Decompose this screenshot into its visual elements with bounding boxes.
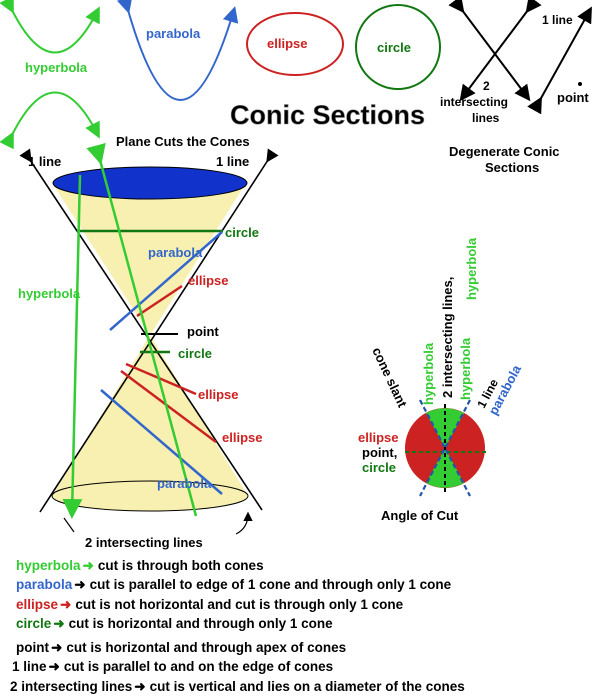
top-hyperbola-shape: hyperbola <box>0 0 100 150</box>
degenerate-intersecting-num: 2 <box>483 79 490 93</box>
arrow-icon: ➜ <box>134 679 146 694</box>
legend-row-one-line: 1 line➜cut is parallel to and on the edg… <box>12 659 333 675</box>
arrow-icon: ➜ <box>51 640 63 655</box>
legend-desc-two-lines: cut is vertical and lies on a diameter o… <box>149 679 465 694</box>
cut-hyperbola-2 <box>86 142 198 517</box>
arrow-icon: ➜ <box>74 577 86 592</box>
cone-label-one-line-right: 1 line <box>216 154 249 169</box>
degenerate-one-line: 1 line <box>527 6 592 115</box>
legend-row-parabola: parabola➜cut is parallel to edge of 1 co… <box>16 577 451 593</box>
arrow-icon: ➜ <box>48 659 60 674</box>
cut-hyperbola-1 <box>62 174 83 519</box>
legend-desc-point: cut is horizontal and through apex of co… <box>66 640 347 655</box>
angle-label-hyperbola-top: hyperbola <box>464 237 479 300</box>
cone-label-hyperbola: hyperbola <box>18 286 81 301</box>
top-ellipse-label: ellipse <box>267 36 307 51</box>
cone-label-circle-top: circle <box>225 225 259 240</box>
cone-label-two-lines: 2 intersecting lines <box>85 535 203 550</box>
legend-term-parabola: parabola <box>16 577 73 592</box>
cut-two-lines-arc-right <box>235 511 253 535</box>
degenerate-intersecting-lines: lines <box>472 111 500 125</box>
cone-top-opening <box>52 166 248 200</box>
cut-ellipse-mid-2 <box>120 369 217 444</box>
top-circle-shape: circle <box>355 4 441 90</box>
legend-desc-circle: cut is horizontal and through only 1 con… <box>68 616 333 631</box>
legend-term-two-lines: 2 intersecting lines <box>10 679 133 694</box>
page-title: Conic Sections <box>230 100 425 130</box>
degenerate-caption-2: Sections <box>485 160 539 175</box>
top-parabola-shape: parabola <box>116 0 239 101</box>
cone-label-parabola-bottom: parabola <box>157 476 212 491</box>
legend-term-ellipse: ellipse <box>16 597 59 612</box>
cut-parabola-bottom <box>100 389 223 495</box>
cut-parabola-top <box>109 231 223 331</box>
arrow-icon: ➜ <box>82 558 94 573</box>
legend-desc-one-line: cut is parallel to and on the edge of co… <box>63 659 334 674</box>
legend-row-hyperbola: hyperbola➜cut is through both cones <box>16 558 264 574</box>
legend-row-point: point➜cut is horizontal and through apex… <box>16 640 346 656</box>
degenerate-two-lines: 2 <box>448 0 542 102</box>
legend: hyperbola➜cut is through both cones para… <box>0 552 600 700</box>
angle-label-two-lines: 2 intersecting lines, <box>440 277 455 398</box>
legend-row-ellipse: ellipse➜cut is not horizontal and cut is… <box>16 597 403 613</box>
cone-label-circle-mid: circle <box>178 346 212 361</box>
cut-two-lines-arc-left <box>63 517 75 533</box>
degenerate-point-label: point <box>557 90 589 105</box>
angle-of-cut-caption: Angle of Cut <box>381 508 459 523</box>
legend-desc-hyperbola: cut is through both cones <box>97 558 264 573</box>
arrow-icon: ➜ <box>60 597 72 612</box>
top-hyperbola-label: hyperbola <box>25 60 88 75</box>
cut-ellipse-mid-1 <box>125 362 197 396</box>
degenerate-intersecting-word: intersecting <box>440 95 508 109</box>
legend-term-circle: circle <box>16 616 52 631</box>
legend-term-one-line: 1 line <box>12 659 47 674</box>
angle-label-hyperbola-right: hyperbola <box>458 337 473 400</box>
legend-desc-ellipse: cut is not horizontal and cut is through… <box>75 597 404 612</box>
cut-ellipse-top <box>136 284 183 318</box>
plane-cuts-caption: Plane Cuts the Cones <box>116 134 250 149</box>
legend-row-circle: circle➜cut is horizontal and through onl… <box>16 616 333 632</box>
angle-label-ellipse: ellipse <box>358 430 398 445</box>
cone-label-ellipse-top: ellipse <box>188 273 228 288</box>
cone-label-parabola-top: parabola <box>148 245 203 260</box>
angle-label-point: point, <box>362 445 397 460</box>
arrow-icon: ➜ <box>53 616 65 631</box>
legend-row-two-lines: 2 intersecting lines➜cut is vertical and… <box>10 679 465 695</box>
top-parabola-label: parabola <box>146 26 201 41</box>
degenerate-point-dot <box>578 82 582 86</box>
angle-of-cut-diagram <box>405 399 487 497</box>
angle-label-hyperbola-left: hyperbola <box>421 342 436 405</box>
legend-desc-parabola: cut is parallel to edge of 1 cone and th… <box>89 577 452 592</box>
degenerate-caption-1: Degenerate Conic <box>449 144 560 159</box>
cone-label-ellipse-bottom: ellipse <box>222 430 262 445</box>
cone-label-one-line-left: 1 line <box>28 154 61 169</box>
degenerate-one-line-label: 1 line <box>542 13 573 27</box>
double-cone <box>19 148 279 513</box>
angle-label-cone-slant: cone slant <box>369 345 410 410</box>
legend-term-point: point <box>16 640 49 655</box>
top-ellipse-shape: ellipse <box>246 12 344 76</box>
top-circle-label: circle <box>377 40 411 55</box>
cone-label-ellipse-mid: ellipse <box>198 387 238 402</box>
angle-label-circle: circle <box>362 460 396 475</box>
legend-term-hyperbola: hyperbola <box>16 558 81 573</box>
cone-label-point: point <box>187 324 219 339</box>
